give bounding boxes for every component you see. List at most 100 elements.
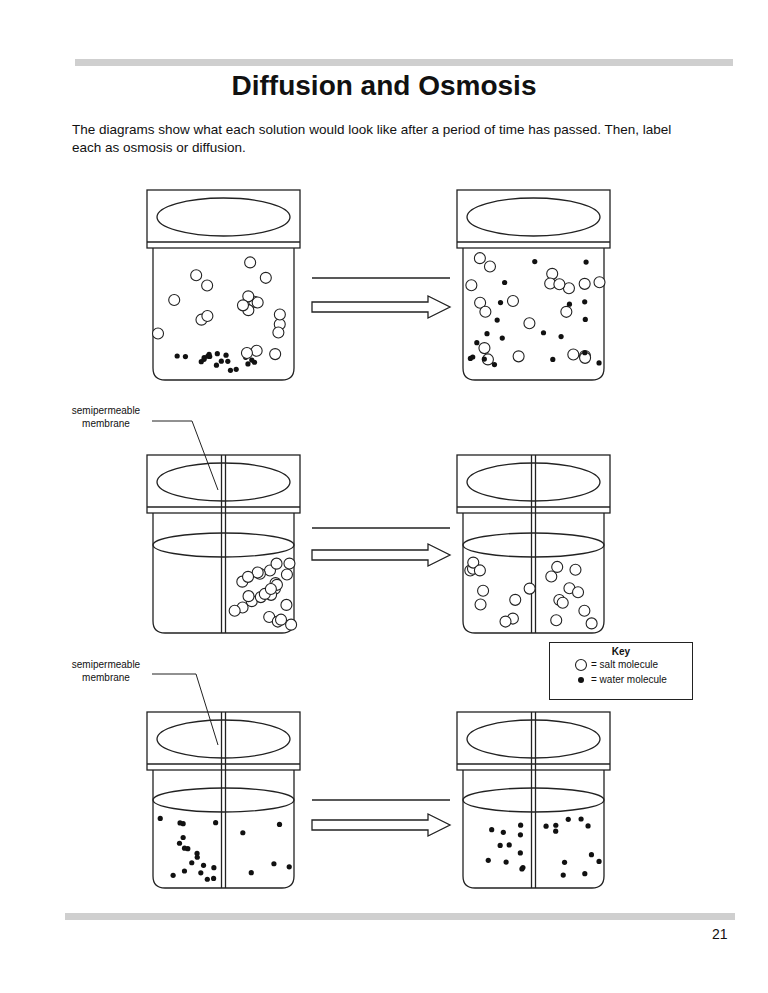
water-molecule — [504, 860, 509, 865]
salt-molecule — [594, 277, 605, 288]
water-molecule — [596, 859, 601, 864]
water-molecule — [199, 359, 204, 364]
water-molecule — [507, 842, 512, 847]
water-molecule — [582, 871, 587, 876]
beaker — [147, 190, 300, 380]
water-molecule — [219, 359, 224, 364]
beaker-opening — [157, 720, 290, 758]
salt-molecule — [557, 597, 568, 608]
salt-molecule — [510, 594, 521, 605]
water-molecule — [158, 816, 163, 821]
salt-molecule — [479, 343, 490, 354]
lid-rim — [457, 506, 610, 507]
salt-molecule — [284, 558, 295, 569]
salt-molecule — [270, 349, 281, 360]
water-molecule — [213, 820, 218, 825]
salt-molecule — [573, 587, 584, 598]
water-molecule — [245, 361, 250, 366]
arrow — [312, 814, 450, 836]
water-molecule — [582, 350, 587, 355]
salt-molecule — [466, 280, 477, 291]
water-molecule — [474, 340, 479, 345]
water-molecule — [553, 823, 558, 828]
water-molecule — [214, 363, 219, 368]
salt-molecule — [482, 354, 493, 365]
water-molecule — [585, 823, 590, 828]
beaker-lid — [147, 455, 300, 513]
beaker-body — [463, 770, 604, 888]
water-molecule — [171, 873, 176, 878]
water-molecule — [482, 356, 487, 361]
beaker-opening — [467, 463, 600, 501]
beaker-body — [153, 513, 294, 633]
salt-molecule — [474, 253, 485, 264]
salt-molecule — [475, 599, 486, 610]
water-molecule — [532, 259, 537, 264]
salt-molecule — [281, 599, 292, 610]
arrow-line — [312, 277, 450, 278]
salt-molecule — [271, 558, 282, 569]
salt-molecule — [281, 569, 292, 580]
legend-text: = salt molecule — [591, 659, 658, 670]
water-molecule — [498, 300, 503, 305]
liquid-surface — [463, 788, 604, 812]
water-molecule — [518, 823, 523, 828]
salt-molecule — [570, 564, 581, 575]
salt-molecule — [202, 280, 213, 291]
water-molecule — [205, 877, 210, 882]
beaker-lid — [457, 455, 610, 513]
water-molecule — [562, 860, 567, 865]
legend-sample — [574, 673, 588, 687]
water-molecule — [277, 822, 282, 827]
beaker — [457, 712, 610, 888]
water-molecule — [502, 280, 507, 285]
water-molecule — [177, 820, 182, 825]
salt-molecule — [552, 561, 563, 572]
water-molecule — [495, 317, 500, 322]
water-molecule — [583, 317, 588, 322]
salt-molecule — [153, 328, 164, 339]
water-molecule — [182, 846, 187, 851]
water-molecule — [175, 353, 180, 358]
beaker-opening — [467, 720, 600, 758]
lid-rim — [147, 506, 300, 507]
beaker-body — [153, 770, 294, 888]
beaker-body — [463, 513, 604, 633]
water-molecule — [201, 863, 206, 868]
beaker-lid — [457, 190, 610, 248]
water-molecule — [240, 830, 245, 835]
water-molecule — [582, 299, 587, 304]
water-molecule — [249, 870, 254, 875]
legend-text: = water molecule — [591, 674, 667, 685]
salt-molecule — [237, 300, 248, 311]
salt-molecule — [500, 616, 511, 627]
water-molecule — [501, 830, 506, 835]
legend-row: = salt molecule — [550, 657, 692, 672]
water-molecule — [543, 824, 548, 829]
water-molecule — [181, 835, 186, 840]
beaker — [147, 455, 300, 633]
salt-molecule — [524, 583, 535, 594]
page: 21 — [712, 926, 728, 942]
water-molecule — [228, 368, 233, 373]
water-molecule — [195, 855, 200, 860]
water-molecule — [182, 868, 187, 873]
water-molecule — [500, 335, 505, 340]
salt-molecule — [568, 349, 579, 360]
arrow-line — [312, 799, 450, 800]
water-molecule — [518, 832, 523, 837]
membrane — [535, 455, 536, 633]
lid-rim — [147, 763, 300, 764]
water-molecule — [553, 829, 558, 834]
water-molecule — [287, 864, 292, 869]
salt-molecule — [478, 585, 489, 596]
membrane — [225, 712, 226, 888]
salt-molecule — [474, 565, 485, 576]
beaker-lid — [147, 712, 300, 770]
water-molecule — [271, 861, 276, 866]
salt-molecule — [551, 615, 562, 626]
water-molecule — [183, 354, 188, 359]
water-molecule — [225, 359, 230, 364]
liquid-surface — [463, 533, 604, 557]
beaker-opening — [157, 463, 290, 501]
